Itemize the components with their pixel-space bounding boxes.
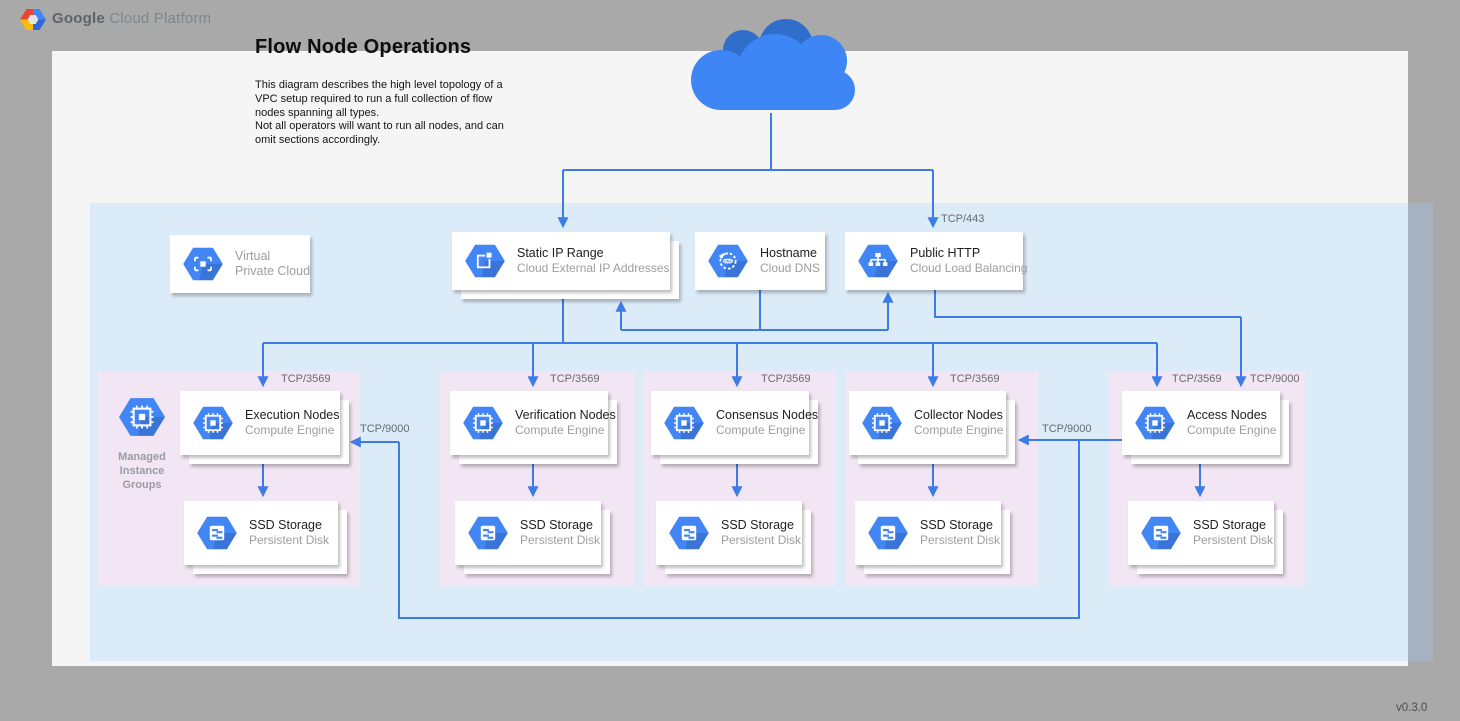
card-title: Access Nodes [1187,408,1267,422]
card-title: Collector Nodes [914,408,1003,422]
card-title: Hostname [760,246,817,260]
card-static-ip-range: Static IP Range Cloud External IP Addres… [452,232,670,290]
card-title: Execution Nodes [245,408,340,422]
persistent-disk-icon [669,515,709,551]
card-access-nodes: Access Nodes Compute Engine [1122,391,1280,455]
card-title: Static IP Range [517,246,604,260]
card-ssd-storage-execution: SSD Storage Persistent Disk [184,501,338,565]
card-ssd-storage-consensus: SSD Storage Persistent Disk [656,501,802,565]
card-collector-nodes: Collector Nodes Compute Engine [849,391,1006,455]
compute-engine-icon [862,405,902,441]
card-title: Consensus Nodes [716,408,819,422]
page-title: Flow Node Operations [255,36,472,58]
compute-engine-icon [1135,405,1175,441]
card-public-http: Public HTTP Cloud Load Balancing [845,232,1027,290]
version-label: v0.3.0 [1396,702,1428,714]
card-title: Verification Nodes [515,408,616,422]
card-ssd-storage-access: SSD Storage Persistent Disk [1128,501,1274,565]
card-hostname: Hostname Cloud DNS [695,232,825,290]
load-balancing-icon [858,243,898,279]
card-title: SSD Storage [520,518,593,532]
card-ssd-storage-collector: SSD Storage Persistent Disk [855,501,1001,565]
card-title: SSD Storage [920,518,993,532]
page-description: This diagram describes the high level to… [255,79,504,147]
port-label-tcp443: TCP/443 [941,213,985,225]
card-ssd-storage-verification: SSD Storage Persistent Disk [455,501,601,565]
google-cloud-logo-icon [20,9,46,30]
port-label-tcp3569-verification: TCP/3569 [550,373,600,385]
card-subtitle: Compute Engine [914,423,1004,437]
card-virtual-private-cloud: Virtual Private Cloud [170,235,310,293]
card-subtitle: Cloud External IP Addresses [517,261,670,275]
card-verification-nodes: Verification Nodes Compute Engine [450,391,616,455]
card-subtitle: Persistent Disk [1193,533,1274,547]
compute-engine-icon [664,405,704,441]
card-title: Public HTTP [910,246,981,260]
brand-cloud-platform: Cloud Platform [109,10,212,27]
card-title: Virtual [235,249,271,263]
port-label-tcp9000-access: TCP/9000 [1250,373,1300,385]
cloud-dns-icon [708,243,748,279]
persistent-disk-icon [468,515,508,551]
card-subtitle: Persistent Disk [721,533,802,547]
external-ip-icon [465,243,505,279]
port-label-tcp3569-collector: TCP/3569 [950,373,1000,385]
persistent-disk-icon [1141,515,1181,551]
port-label-tcp9000-collector: TCP/9000 [1042,423,1092,435]
vpc-region-overhang [1408,203,1433,661]
brand-google: Google [52,10,105,27]
card-execution-nodes: Execution Nodes Compute Engine [180,391,340,455]
compute-engine-icon [193,405,233,441]
managed-instance-groups-icon [119,396,165,438]
managed-instance-groups-label: Managed Instance Groups [118,451,166,491]
port-label-tcp3569-access: TCP/3569 [1172,373,1222,385]
card-subtitle: Compute Engine [245,423,335,437]
card-subtitle: Compute Engine [1187,423,1277,437]
card-subtitle: Compute Engine [716,423,806,437]
card-title: SSD Storage [249,518,322,532]
card-subtitle: Cloud Load Balancing [910,261,1028,275]
card-title: SSD Storage [721,518,794,532]
port-label-tcp3569-execution: TCP/3569 [281,373,331,385]
card-subtitle: Cloud DNS [760,261,821,275]
persistent-disk-icon [197,515,237,551]
brand-title: Google Cloud Platform [52,10,211,27]
card-subtitle: Private Cloud [235,264,311,278]
compute-engine-icon [463,405,503,441]
card-title: SSD Storage [1193,518,1266,532]
card-subtitle: Persistent Disk [920,533,1001,547]
card-subtitle: Persistent Disk [520,533,601,547]
card-subtitle: Persistent Disk [249,533,330,547]
persistent-disk-icon [868,515,908,551]
card-consensus-nodes: Consensus Nodes Compute Engine [651,391,818,455]
port-label-tcp3569-consensus: TCP/3569 [761,373,811,385]
port-label-tcp9000-execution: TCP/9000 [360,423,410,435]
vpc-icon [183,246,223,282]
card-subtitle: Compute Engine [515,423,605,437]
